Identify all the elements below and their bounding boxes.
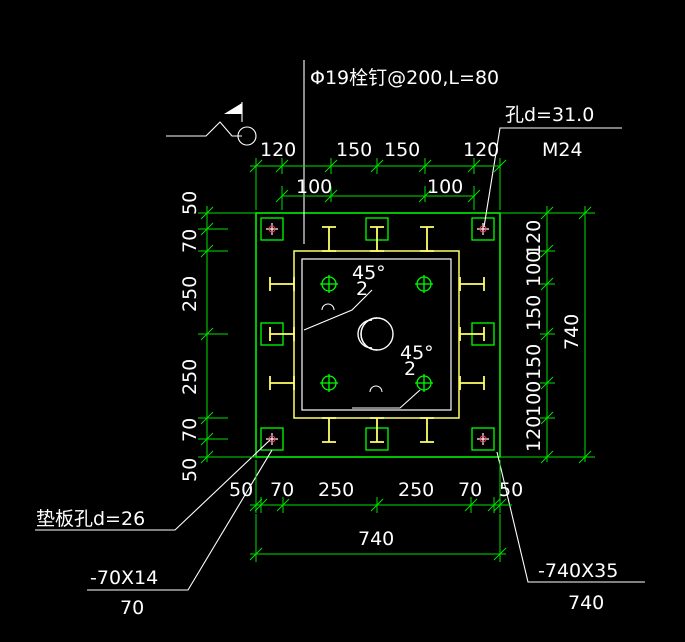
pad-plate	[471, 217, 495, 241]
stiffeners	[269, 226, 485, 443]
bolt-holes	[268, 225, 487, 443]
dim-top-2: 150	[336, 139, 372, 161]
dim-right-5: 100	[523, 381, 545, 417]
center-hole	[357, 317, 394, 351]
dim-right-3: 150	[523, 295, 545, 331]
dim-top-4: 120	[463, 139, 499, 161]
dim-right-1: 120	[523, 220, 545, 256]
elevation-marker	[166, 102, 257, 146]
dim-left-2: 70	[179, 229, 201, 253]
stud-label: Φ19栓钉@200,L=80	[310, 67, 499, 89]
dim-left-1: 50	[179, 191, 201, 215]
dim-bottom-total: 740	[358, 528, 394, 550]
pad-plate	[471, 427, 495, 451]
hole-label: 孔d=31.0	[505, 104, 594, 126]
dim-right-total: 740	[561, 314, 583, 350]
pad-plate-size: 70	[120, 597, 144, 619]
dim-bottom-3: 250	[318, 479, 354, 501]
flag-icon	[224, 103, 242, 114]
dim-top-5: 100	[296, 176, 332, 198]
dim-bottom-5: 70	[458, 479, 482, 501]
weld-annotations	[303, 289, 421, 409]
bolt-crosses	[266, 223, 489, 445]
dim-left-3: 250	[179, 276, 201, 312]
dim-bottom-4: 250	[398, 479, 434, 501]
base-plate-label: -740X35	[538, 560, 618, 582]
anchor-rods	[320, 275, 433, 392]
weld-leg-upper: 2	[356, 278, 368, 300]
dim-bottom-2: 70	[270, 479, 294, 501]
base-plate-size: 740	[568, 592, 604, 614]
dim-top-3: 150	[384, 139, 420, 161]
dim-top-1: 120	[260, 139, 296, 161]
dim-left-6: 50	[179, 458, 201, 482]
weld-angle-upper: 45°	[352, 262, 386, 284]
leader-lines	[35, 60, 645, 591]
weld-angle-lower: 45°	[400, 342, 434, 364]
dim-right-4: 150	[523, 344, 545, 380]
dim-left-5: 70	[179, 418, 201, 442]
dim-right-6: 120	[523, 416, 545, 452]
pad-plate-label: -70X14	[90, 567, 158, 589]
dim-bottom-1: 50	[229, 479, 253, 501]
dim-left-4: 250	[179, 359, 201, 395]
tube-inner-wall	[301, 258, 452, 411]
pad-plate	[260, 217, 284, 241]
bolt-label: M24	[542, 139, 583, 161]
weld-leg-lower: 2	[404, 358, 416, 380]
base-plate-outline	[255, 212, 501, 458]
dim-right-2: 100	[523, 251, 545, 287]
dim-top-6: 100	[427, 176, 463, 198]
pad-hole-label: 垫板孔d=26	[36, 508, 145, 530]
dim-bottom-6: 50	[499, 479, 523, 501]
dimension-lines	[198, 158, 595, 562]
